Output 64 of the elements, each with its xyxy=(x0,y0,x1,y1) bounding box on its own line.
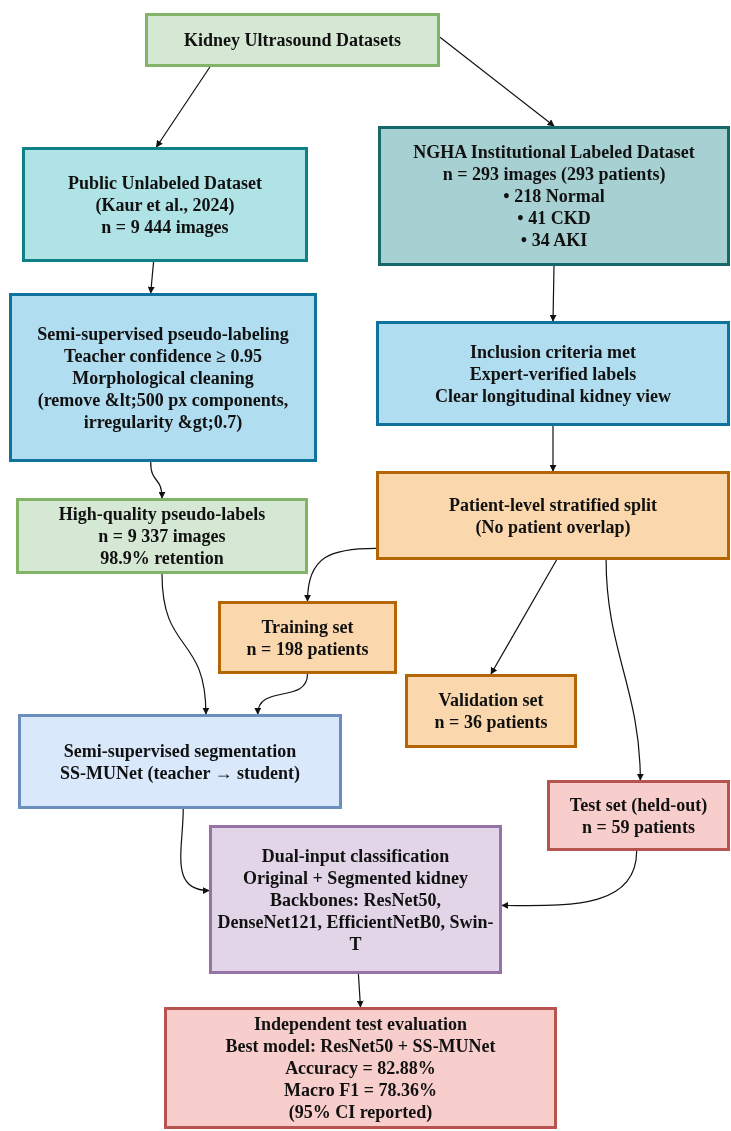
box-text: Teacher confidence ≥ 0.95 xyxy=(64,344,262,367)
arrow xyxy=(161,573,210,715)
box-text: • 41 CKD xyxy=(517,207,591,229)
box-text: 98.9% retention xyxy=(100,547,224,569)
box-text: • 218 Normal xyxy=(503,185,605,207)
process-box xyxy=(145,13,440,67)
arrow xyxy=(490,559,558,675)
process-box xyxy=(376,471,730,560)
box-text: (remove &lt;500 px components, irregularity &gt;0.7) xyxy=(36,388,290,433)
box-text: n = 59 patients xyxy=(582,815,695,838)
process-box xyxy=(22,147,308,262)
process-box xyxy=(376,321,730,426)
arrow xyxy=(155,66,211,148)
box-text: n = 293 images (293 patients) xyxy=(442,163,666,185)
box-text: n = 36 patients xyxy=(434,711,548,733)
process-box xyxy=(218,601,397,674)
box-text: Independent test evaluation xyxy=(254,1013,467,1035)
arrow xyxy=(255,673,309,715)
box-text: High-quality pseudo-labels xyxy=(58,503,266,525)
box-text: Public Unlabeled Dataset xyxy=(68,171,262,194)
process-box xyxy=(9,293,317,462)
arrow xyxy=(549,425,557,472)
arrow xyxy=(180,808,210,894)
process-box xyxy=(405,674,577,748)
arrow xyxy=(150,461,166,499)
box-text: NGHA Institutional Labeled Dataset xyxy=(413,141,695,163)
box-text: Training set xyxy=(261,615,354,638)
box-text: n = 9 444 images xyxy=(101,215,229,238)
box-text: Macro F1 = 78.36% xyxy=(284,1079,437,1101)
box-text: n = 198 patients xyxy=(246,637,369,660)
box-text: (Kaur et al., 2024) xyxy=(95,193,235,216)
process-box xyxy=(547,780,730,851)
process-box xyxy=(164,1007,557,1129)
arrow xyxy=(501,850,638,909)
arrow xyxy=(147,261,155,294)
box-text: Test set (held-out) xyxy=(569,793,708,816)
process-box xyxy=(209,825,502,974)
arrow xyxy=(549,265,557,322)
box-text: Semi-supervised segmentation xyxy=(63,739,297,762)
box-text: Semi-supervised pseudo-labeling xyxy=(37,322,289,345)
box-text: n = 9 337 images xyxy=(98,525,226,547)
arrow xyxy=(356,973,364,1008)
box-text: Best model: ResNet50 + SS-MUNet xyxy=(225,1035,496,1057)
box-text: Kidney Ultrasound Datasets xyxy=(184,29,401,51)
arrow xyxy=(304,547,377,602)
process-box xyxy=(18,714,342,809)
box-text: Dual-input classification xyxy=(261,844,450,867)
box-text: • 34 AKI xyxy=(520,229,588,251)
process-box xyxy=(16,498,308,574)
box-text: Validation set xyxy=(438,689,544,711)
box-text: Inclusion criteria met xyxy=(470,340,636,363)
box-text: Backbones: ResNet50, DenseNet121, EfficientNetB0, Swin-T xyxy=(216,888,495,955)
arrow xyxy=(439,36,555,127)
arrow xyxy=(605,559,644,781)
box-text: Expert-verified labels xyxy=(469,362,637,385)
process-box xyxy=(378,126,730,266)
box-text: (95% CI reported) xyxy=(288,1101,433,1123)
box-text: Morphological cleaning xyxy=(72,366,254,389)
box-text: (No patient overlap) xyxy=(475,515,631,538)
box-text: Clear longitudinal kidney view xyxy=(434,384,672,407)
box-text: SS-MUNet (teacher → student) xyxy=(59,761,301,784)
box-text: Original + Segmented kidney xyxy=(243,866,468,889)
box-text: Accuracy = 82.88% xyxy=(285,1057,436,1079)
box-text: Patient-level stratified split xyxy=(449,493,657,516)
